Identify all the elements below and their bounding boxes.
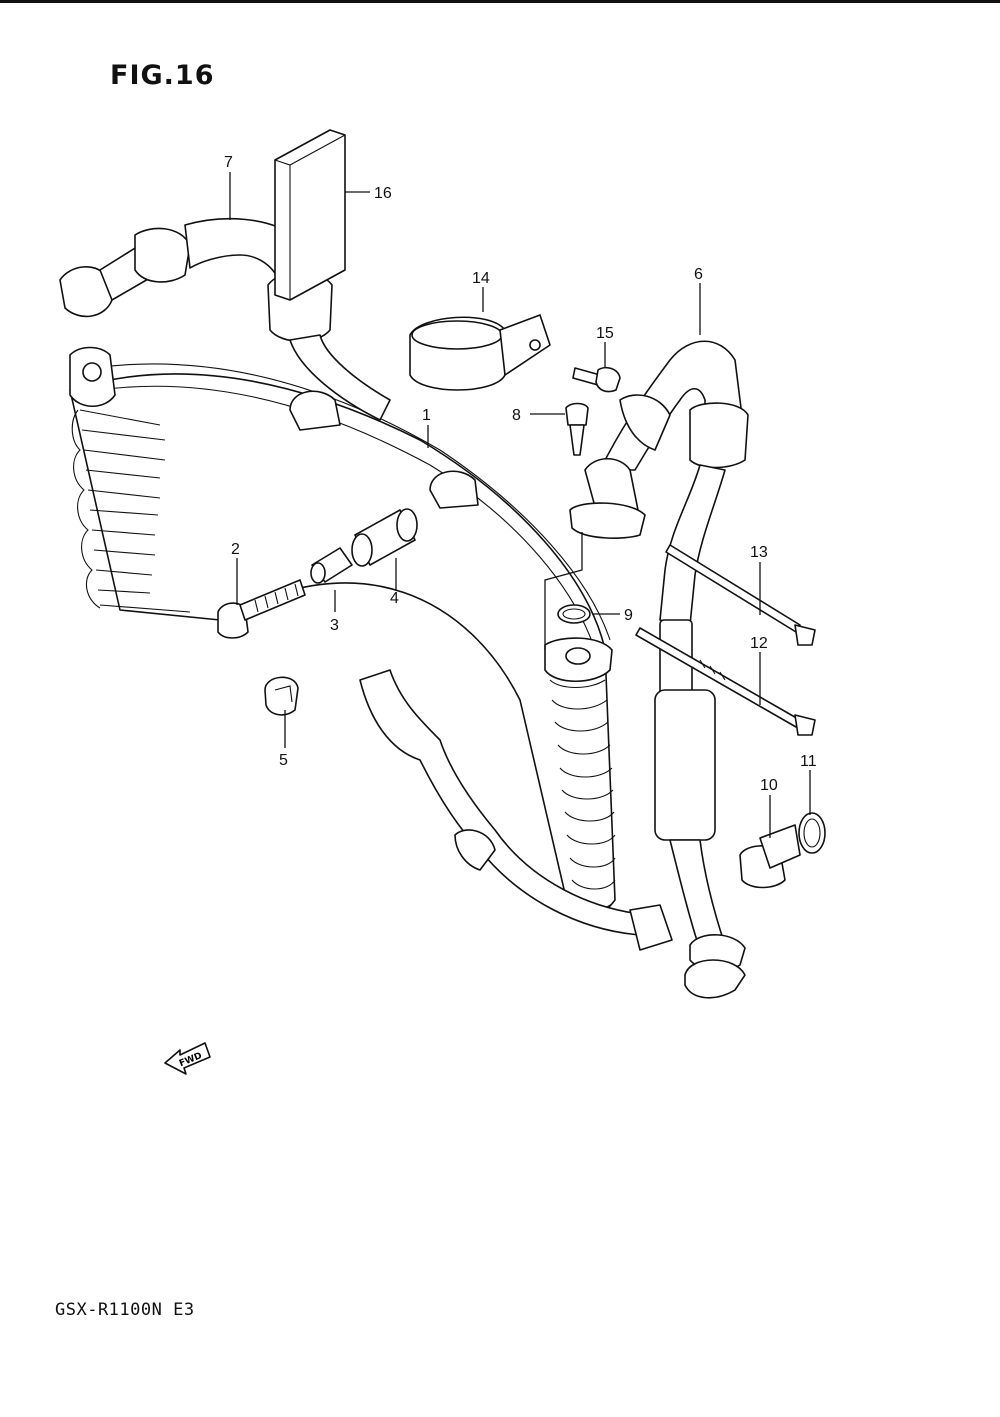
callout-2: 2 xyxy=(231,541,240,558)
callout-1: 1 xyxy=(422,407,431,424)
collar-3-part xyxy=(310,547,353,584)
clip-5-part xyxy=(264,676,299,716)
callout-16: 16 xyxy=(374,185,392,202)
right-fin-stack xyxy=(549,679,616,910)
o-ring-9-part xyxy=(557,604,591,624)
pad-16-part xyxy=(274,129,346,301)
callout-10: 10 xyxy=(760,777,778,794)
cable-tie-13-part xyxy=(665,544,816,646)
bolt-8-part xyxy=(565,402,589,456)
bolt-15-part xyxy=(572,366,621,393)
callout-12: 12 xyxy=(750,635,768,652)
callout-7: 7 xyxy=(224,154,233,171)
callout-5: 5 xyxy=(279,752,288,769)
callout-8: 8 xyxy=(512,407,521,424)
o-ring-11-part xyxy=(798,812,826,854)
callout-15: 15 xyxy=(596,325,614,342)
grommet-4-part xyxy=(351,508,418,567)
figure-title: FIG.16 xyxy=(110,60,215,91)
hose-6-part xyxy=(569,340,749,999)
leader-lines xyxy=(229,172,811,838)
callout-3: 3 xyxy=(330,617,339,634)
callout-13: 13 xyxy=(750,544,768,561)
page-top-rule xyxy=(0,0,1000,3)
callout-14: 14 xyxy=(472,270,490,287)
callout-9: 9 xyxy=(624,607,633,624)
bolt-2-part xyxy=(217,579,306,639)
lower-hose-part xyxy=(359,669,673,951)
left-fin-stack xyxy=(71,409,191,613)
callout-11: 11 xyxy=(800,753,817,770)
model-code: GSX-R1100N E3 xyxy=(55,1300,195,1320)
cable-tie-12-part xyxy=(635,627,816,736)
callout-4: 4 xyxy=(390,590,399,607)
fwd-arrow-icon: FWD xyxy=(164,1042,211,1075)
callout-6: 6 xyxy=(694,266,703,283)
clamp-14-part xyxy=(409,314,551,391)
oil-cooler-part xyxy=(69,346,616,921)
